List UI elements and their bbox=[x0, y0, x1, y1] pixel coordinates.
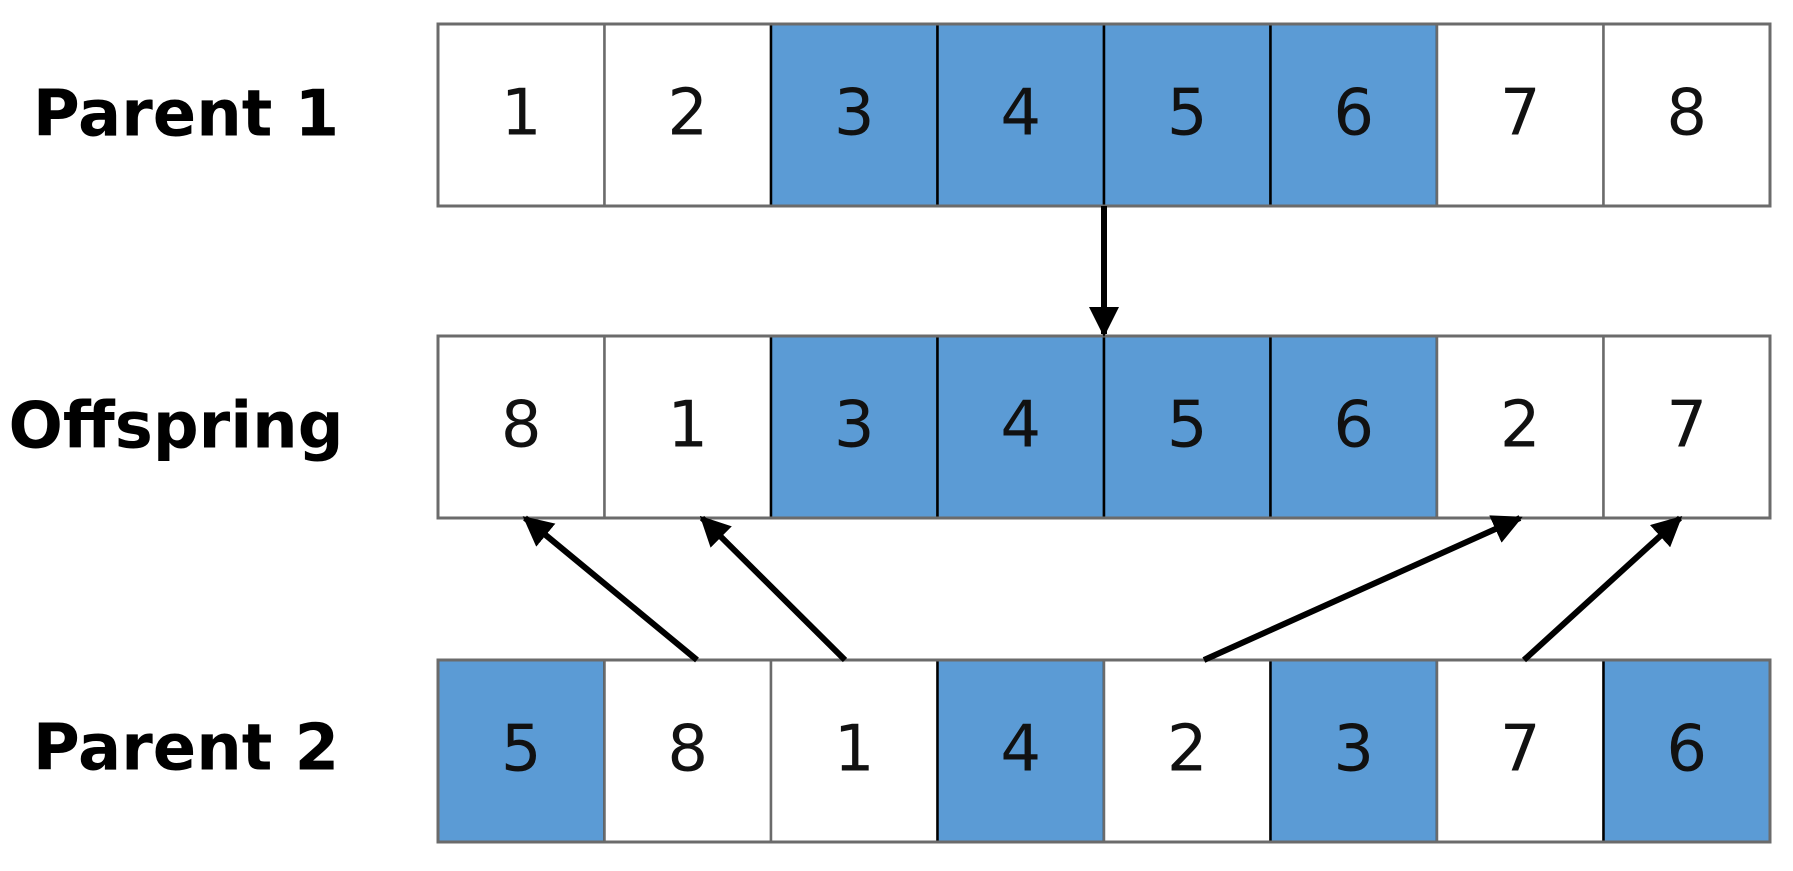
chromosome-parent-1: 1 2 3 4 5 6 7 8 bbox=[436, 22, 1772, 208]
gene-cell bbox=[603, 22, 773, 208]
gene-value: 1 bbox=[501, 77, 542, 151]
arrow-parent2-gene-7-to-offspring-8 bbox=[1521, 515, 1683, 663]
gene-cell bbox=[603, 658, 773, 844]
gene-value: 8 bbox=[1666, 77, 1707, 151]
gene-cell bbox=[936, 22, 1106, 208]
gene-cell bbox=[1102, 658, 1272, 844]
gene-cell bbox=[1435, 658, 1605, 844]
gene-value: 3 bbox=[1333, 713, 1374, 787]
gene-cell bbox=[1602, 22, 1772, 208]
arrow-parent2-gene-8-to-offspring-1 bbox=[522, 515, 699, 663]
gene-cell bbox=[436, 22, 606, 208]
gene-cell bbox=[603, 334, 773, 520]
gene-value: 8 bbox=[501, 389, 542, 463]
gene-value: 6 bbox=[1333, 77, 1374, 151]
arrow-parent2-gene-2-to-offspring-7 bbox=[1202, 515, 1523, 663]
gene-cell bbox=[436, 658, 606, 844]
gene-value: 5 bbox=[501, 713, 542, 787]
gene-value: 4 bbox=[1000, 77, 1041, 151]
gene-value: 7 bbox=[1500, 77, 1541, 151]
gene-value: 6 bbox=[1333, 389, 1374, 463]
gene-value: 5 bbox=[1167, 389, 1208, 463]
row-label-parent-2: Parent 2 bbox=[33, 712, 339, 786]
chromosome-offspring: 8 1 3 4 5 6 2 7 bbox=[436, 334, 1772, 520]
gene-value: 5 bbox=[1167, 77, 1208, 151]
gene-value: 2 bbox=[667, 77, 708, 151]
gene-cell bbox=[936, 658, 1106, 844]
gene-value: 7 bbox=[1666, 389, 1707, 463]
gene-cell bbox=[769, 334, 939, 520]
gene-cell bbox=[436, 334, 606, 520]
gene-cell bbox=[1269, 22, 1439, 208]
gene-value: 4 bbox=[1000, 713, 1041, 787]
chromosome-parent-2: 5 8 1 4 2 3 7 6 bbox=[436, 658, 1772, 844]
gene-value: 1 bbox=[667, 389, 708, 463]
gene-cell bbox=[1269, 334, 1439, 520]
gene-value: 7 bbox=[1500, 713, 1541, 787]
gene-cell bbox=[1435, 334, 1605, 520]
gene-value: 2 bbox=[1500, 389, 1541, 463]
gene-value: 2 bbox=[1167, 713, 1208, 787]
arrows bbox=[522, 206, 1683, 663]
gene-value: 3 bbox=[834, 389, 875, 463]
arrow-parent2-gene-1-to-offspring-2 bbox=[699, 515, 848, 663]
gene-cell bbox=[1102, 334, 1272, 520]
gene-value: 8 bbox=[667, 713, 708, 787]
gene-cell bbox=[1602, 658, 1772, 844]
row-label-parent-1: Parent 1 bbox=[33, 78, 339, 152]
gene-value: 4 bbox=[1000, 389, 1041, 463]
gene-cell bbox=[936, 334, 1106, 520]
row-label-offspring: Offspring bbox=[8, 390, 343, 464]
gene-value: 6 bbox=[1666, 713, 1707, 787]
chromosome-frame bbox=[436, 658, 1772, 844]
gene-value: 3 bbox=[834, 77, 875, 151]
gene-cell bbox=[1269, 658, 1439, 844]
gene-value: 1 bbox=[834, 713, 875, 787]
